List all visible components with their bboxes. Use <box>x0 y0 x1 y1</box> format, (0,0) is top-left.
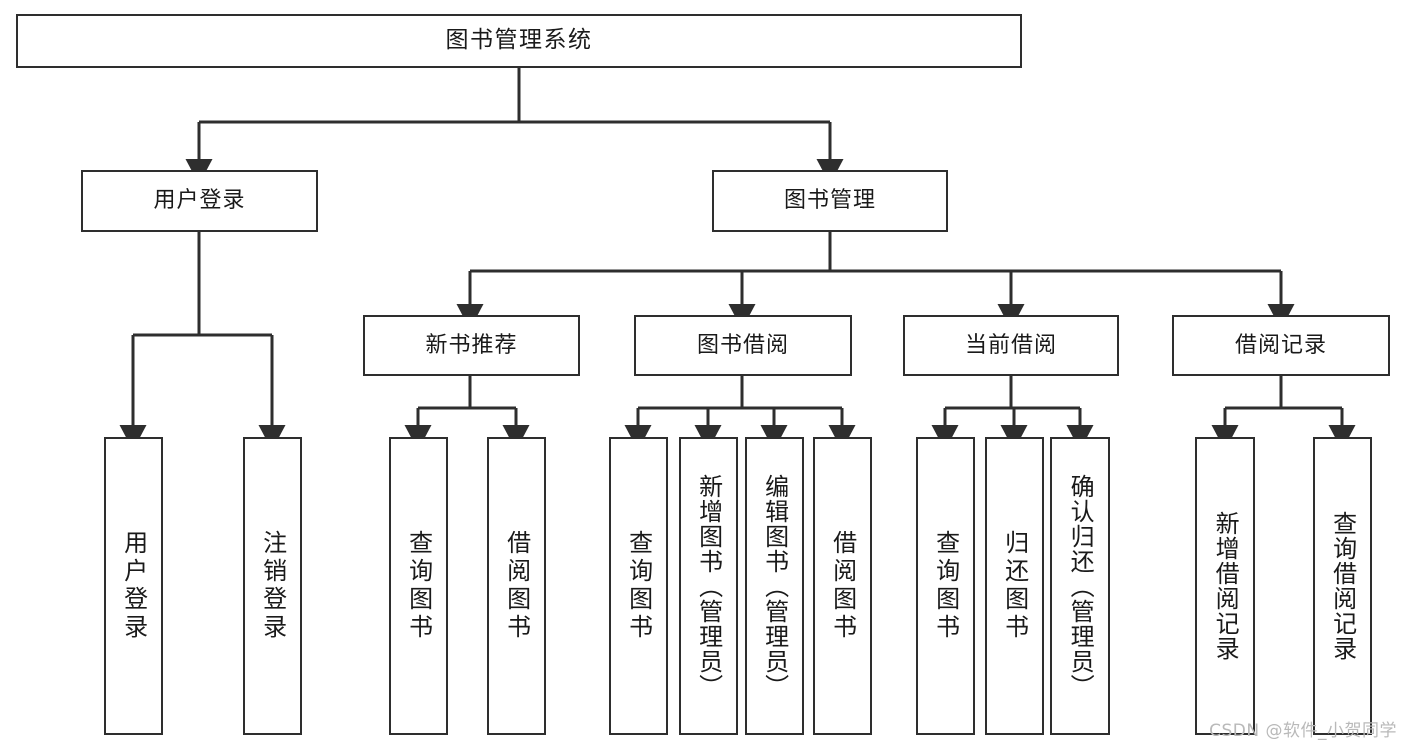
leaf-current-return-book[interactable]: 归还图书 <box>985 437 1044 735</box>
node-label: 新增图书（管理员） <box>694 473 723 699</box>
node-root-system[interactable]: 图书管理系统 <box>16 14 1022 68</box>
leaf-recommend-borrow-book[interactable]: 借阅图书 <box>487 437 546 735</box>
node-new-book-recommend[interactable]: 新书推荐 <box>363 315 580 376</box>
leaf-current-confirm-return-admin[interactable]: 确认归还（管理员） <box>1050 437 1110 735</box>
node-label: 查询图书 <box>404 530 433 642</box>
node-label: 借阅记录 <box>1234 332 1327 358</box>
node-user-login[interactable]: 用户登录 <box>81 170 318 232</box>
node-label: 查询图书 <box>624 530 653 642</box>
leaf-current-query-book[interactable]: 查询图书 <box>916 437 975 735</box>
leaf-borrow-query-book[interactable]: 查询图书 <box>609 437 668 735</box>
node-label: 新增借阅记录 <box>1211 511 1240 661</box>
node-label: 用户登录 <box>153 188 246 214</box>
node-label: 用户登录 <box>119 530 148 642</box>
leaf-record-add-record[interactable]: 新增借阅记录 <box>1195 437 1255 735</box>
leaf-user-login-signin[interactable]: 用户登录 <box>104 437 163 735</box>
node-label: 归还图书 <box>1000 530 1029 642</box>
node-label: 查询图书 <box>931 530 960 642</box>
node-label: 借阅图书 <box>828 530 857 642</box>
node-current-borrow[interactable]: 当前借阅 <box>903 315 1119 376</box>
leaf-borrow-edit-book-admin[interactable]: 编辑图书（管理员） <box>745 437 804 735</box>
leaf-record-query-record[interactable]: 查询借阅记录 <box>1313 437 1372 735</box>
node-label: 图书管理系统 <box>445 27 593 54</box>
leaf-borrow-add-book-admin[interactable]: 新增图书（管理员） <box>679 437 738 735</box>
node-label: 注销登录 <box>258 530 287 642</box>
node-label: 编辑图书（管理员） <box>760 473 789 699</box>
leaf-user-login-signout[interactable]: 注销登录 <box>243 437 302 735</box>
node-borrow-record[interactable]: 借阅记录 <box>1172 315 1390 376</box>
leaf-recommend-query-book[interactable]: 查询图书 <box>389 437 448 735</box>
node-label: 图书借阅 <box>696 332 789 358</box>
watermark: CSDN @软件_小贺同学 <box>1209 721 1397 741</box>
node-label: 确认归还（管理员） <box>1066 473 1095 699</box>
leaf-borrow-borrow-book[interactable]: 借阅图书 <box>813 437 872 735</box>
node-book-borrow[interactable]: 图书借阅 <box>634 315 852 376</box>
node-label: 图书管理 <box>783 188 876 214</box>
node-label: 新书推荐 <box>425 332 518 358</box>
node-label: 当前借阅 <box>964 332 1057 358</box>
node-label: 查询借阅记录 <box>1328 511 1357 661</box>
node-book-management[interactable]: 图书管理 <box>712 170 948 232</box>
node-label: 借阅图书 <box>502 530 531 642</box>
